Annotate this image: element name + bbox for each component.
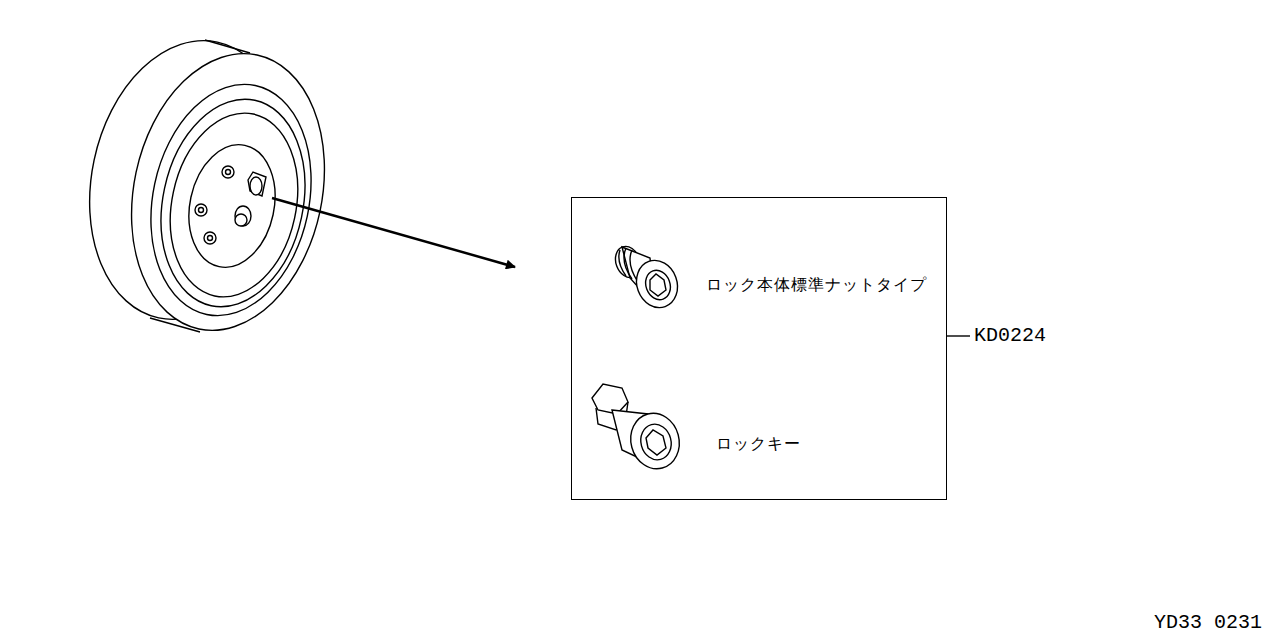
hex-head [592, 384, 628, 414]
lug-nut [222, 166, 234, 178]
key-face [625, 408, 686, 475]
lock-key-part [592, 384, 685, 474]
lock-nut-face [250, 177, 262, 195]
hub-face [178, 137, 286, 276]
leader-line [947, 335, 970, 336]
thread-lines [619, 248, 638, 282]
lock-nut-part [611, 243, 684, 314]
key-pattern [646, 430, 666, 455]
key-pattern-ring [642, 267, 675, 303]
lug-nut [235, 214, 247, 226]
rim-outer [130, 69, 331, 330]
key-pattern [650, 274, 666, 296]
lug-nut [208, 236, 213, 241]
lug-nuts [195, 166, 247, 244]
rim-inner [154, 101, 314, 309]
part-name: ロックキー [716, 434, 801, 454]
part-number: KD0224 [974, 325, 1046, 347]
lug-nut [195, 204, 207, 216]
parts-box: ロック本体標準ナットタイプロックキー [571, 197, 947, 500]
lug-nut [199, 208, 204, 213]
part-name: ロック本体標準ナットタイプ [706, 275, 927, 295]
lock-nut-body [248, 172, 266, 196]
tire-front [107, 36, 349, 349]
lug-nut [204, 232, 216, 244]
nut-face [630, 255, 684, 314]
lug-nut [226, 170, 231, 175]
pointer-arrow [272, 198, 515, 267]
center-hole [235, 206, 251, 226]
wheel-drawing [65, 22, 349, 348]
lock-nut-on-wheel [248, 172, 266, 196]
drawing-number: YD33 0231 [1154, 612, 1262, 634]
rim-flange [143, 86, 324, 321]
key-pattern-ring [637, 421, 675, 464]
